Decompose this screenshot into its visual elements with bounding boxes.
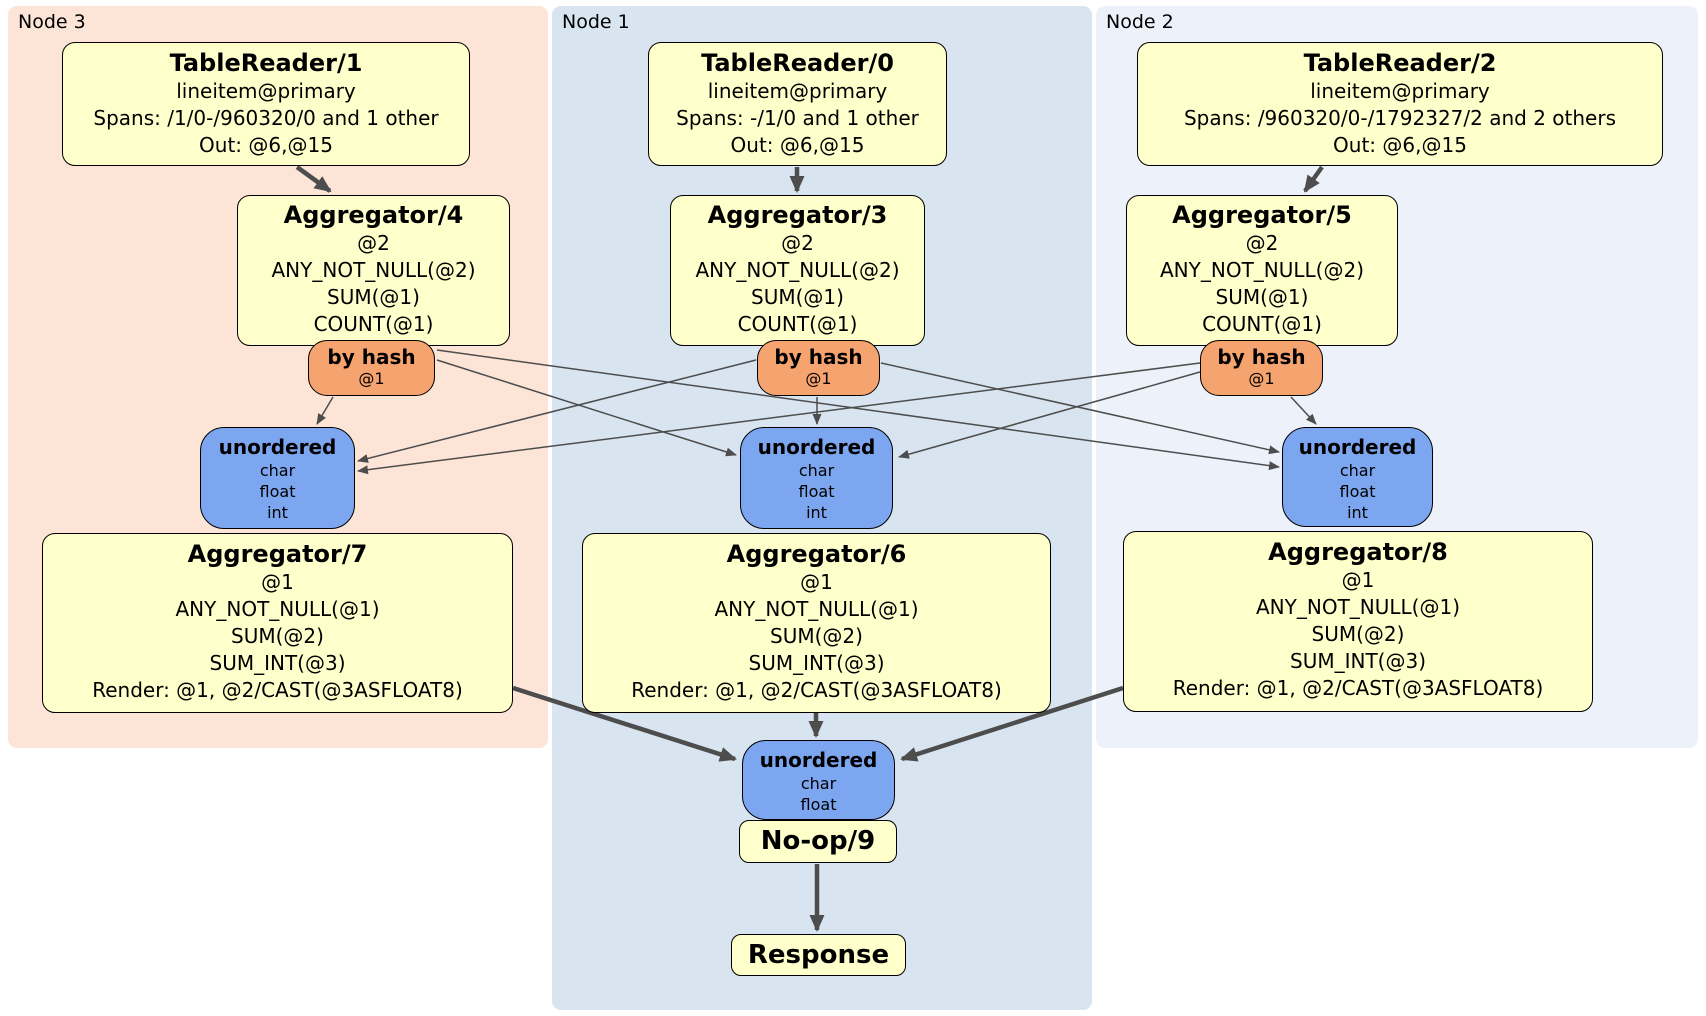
sync-line: float [1339, 482, 1376, 501]
box-line: SUM(@1) [1215, 285, 1309, 309]
box-line: SUM(@1) [751, 285, 844, 309]
sync-line: int [1347, 503, 1368, 522]
unordered-sync-node1: unordered char float int [740, 427, 893, 529]
aggregator-4-box: Aggregator/4 @2 ANY_NOT_NULL(@2) SUM(@1)… [237, 195, 510, 346]
box-line: ANY_NOT_NULL(@1) [175, 597, 380, 621]
box-line: COUNT(@1) [1202, 312, 1322, 336]
box-title: No-op/9 [760, 826, 876, 856]
box-line: SUM(@2) [231, 624, 324, 648]
box-title: Aggregator/8 [1268, 538, 1448, 566]
box-line: SUM_INT(@3) [209, 651, 346, 675]
box-line: Out: @6,@15 [1333, 133, 1467, 157]
sync-title: unordered [757, 435, 876, 459]
box-line: Spans: /960320/0-/1792327/2 and 2 others [1183, 106, 1616, 130]
sync-title: unordered [1298, 435, 1417, 459]
box-line: Out: @6,@15 [730, 133, 865, 157]
sync-line: float [259, 482, 296, 501]
sync-line: float [800, 795, 837, 814]
aggregator-8-box: Aggregator/8 @1 ANY_NOT_NULL(@1) SUM(@2)… [1123, 531, 1593, 712]
box-title: TableReader/0 [701, 49, 894, 77]
box-title: TableReader/1 [169, 49, 363, 77]
box-line: Spans: -/1/0 and 1 other [676, 106, 919, 130]
sync-line: char [259, 461, 296, 480]
hash-router-node2: by hash @1 [1200, 340, 1323, 396]
box-title: Response [747, 939, 890, 970]
box-line: SUM(@2) [770, 624, 863, 648]
box-line: COUNT(@1) [313, 312, 434, 336]
box-line: lineitem@primary [1310, 79, 1490, 103]
thick-arrows [295, 165, 1324, 932]
box-line: @1 [261, 570, 294, 594]
box-line: @2 [781, 231, 814, 255]
box-line: lineitem@primary [707, 79, 888, 103]
box-line: SUM_INT(@3) [748, 651, 885, 675]
unordered-sync-final: unordered char float [742, 740, 895, 820]
node1-label: Node 1 [562, 11, 630, 33]
box-line: Render: @1, @2/CAST(@3ASFLOAT8) [1172, 676, 1544, 700]
sync-line: float [798, 482, 835, 501]
box-line: lineitem@primary [176, 79, 356, 103]
router-detail: @1 [358, 369, 385, 388]
box-line: ANY_NOT_NULL(@2) [1160, 258, 1364, 282]
box-title: Aggregator/4 [283, 201, 464, 229]
router-detail: @1 [1248, 369, 1275, 388]
router-title: by hash [774, 345, 863, 369]
aggregator-7-box: Aggregator/7 @1 ANY_NOT_NULL(@1) SUM(@2)… [42, 533, 513, 713]
box-title: Aggregator/6 [726, 540, 907, 568]
sync-line: char [1339, 461, 1376, 480]
box-line: SUM(@2) [1311, 622, 1405, 646]
router-detail: @1 [805, 369, 832, 388]
table-reader-1-box: TableReader/1 lineitem@primary Spans: /1… [62, 42, 470, 166]
box-line: @2 [1245, 231, 1279, 255]
box-line: SUM(@1) [327, 285, 420, 309]
box-title: TableReader/2 [1303, 49, 1497, 77]
unordered-sync-node3: unordered char float int [200, 427, 355, 529]
response-box: Response [731, 934, 906, 976]
box-title: Aggregator/5 [1172, 201, 1352, 229]
aggregator-6-box: Aggregator/6 @1 ANY_NOT_NULL(@1) SUM(@2)… [582, 533, 1051, 713]
box-line: Render: @1, @2/CAST(@3ASFLOAT8) [631, 678, 1002, 702]
box-line: @2 [357, 231, 390, 255]
shuffle-edges [316, 349, 1317, 475]
box-line: @1 [1341, 568, 1375, 592]
sync-line: int [806, 503, 827, 522]
node3-label: Node 3 [18, 11, 86, 33]
sync-line: int [267, 503, 288, 522]
sync-title: unordered [218, 435, 337, 459]
box-title: Aggregator/3 [707, 201, 888, 229]
box-line: Out: @6,@15 [199, 133, 333, 157]
box-line: ANY_NOT_NULL(@1) [1256, 595, 1460, 619]
box-line: ANY_NOT_NULL(@2) [271, 258, 476, 282]
unordered-sync-node2: unordered char float int [1282, 427, 1433, 527]
aggregator-3-box: Aggregator/3 @2 ANY_NOT_NULL(@2) SUM(@1)… [670, 195, 925, 346]
sync-title: unordered [759, 748, 878, 772]
box-line: @1 [800, 570, 833, 594]
box-line: ANY_NOT_NULL(@2) [695, 258, 900, 282]
router-title: by hash [327, 345, 416, 369]
sync-line: char [798, 461, 835, 480]
hash-router-node3: by hash @1 [308, 340, 435, 396]
box-line: ANY_NOT_NULL(@1) [714, 597, 919, 621]
sync-line: char [800, 774, 837, 793]
hash-router-node1: by hash @1 [757, 340, 880, 396]
noop-box: No-op/9 [739, 820, 897, 863]
node2-label: Node 2 [1106, 11, 1174, 33]
table-reader-2-box: TableReader/2 lineitem@primary Spans: /9… [1137, 42, 1663, 166]
box-line: SUM_INT(@3) [1290, 649, 1426, 673]
box-line: Spans: /1/0-/960320/0 and 1 other [93, 106, 439, 130]
box-line: COUNT(@1) [737, 312, 858, 336]
box-line: Render: @1, @2/CAST(@3ASFLOAT8) [92, 678, 463, 702]
box-title: Aggregator/7 [187, 540, 368, 568]
router-title: by hash [1217, 345, 1306, 369]
aggregator-5-box: Aggregator/5 @2 ANY_NOT_NULL(@2) SUM(@1)… [1126, 195, 1398, 346]
table-reader-0-box: TableReader/0 lineitem@primary Spans: -/… [648, 42, 947, 166]
